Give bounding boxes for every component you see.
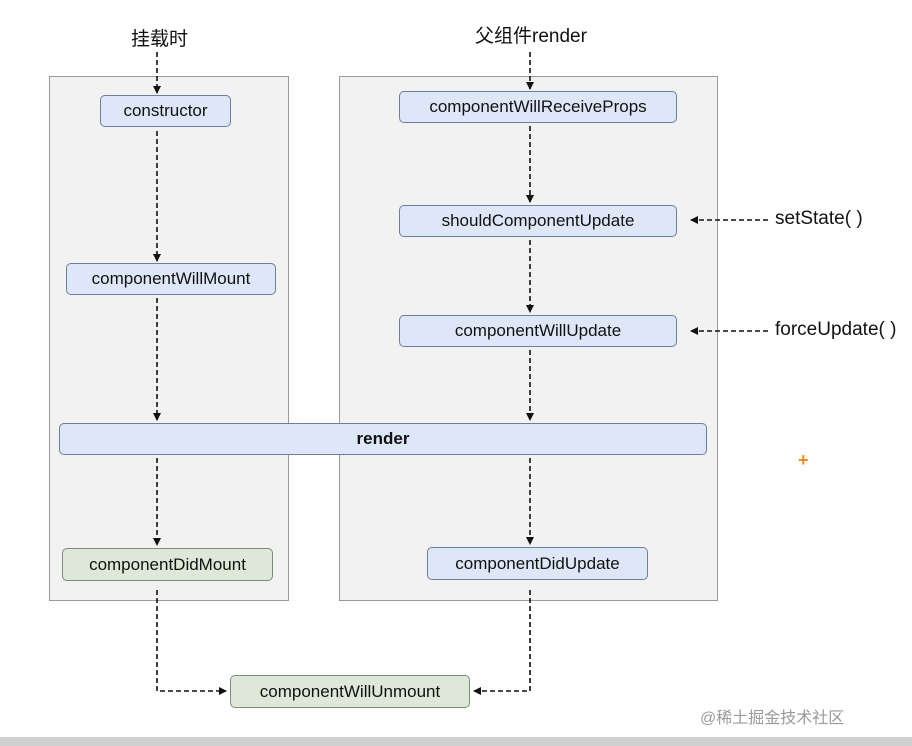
mount-trigger-label: 挂载时 [131, 29, 189, 50]
component-will-update-node: componentWillUpdate [399, 315, 677, 347]
component-will-unmount-node: componentWillUnmount [230, 675, 470, 708]
force-update-label: forceUpdate( ) [775, 319, 897, 340]
render-node: render [59, 423, 707, 455]
watermark: @稀土掘金技术社区 [700, 710, 845, 727]
arrow-didupdate-to-unmount [473, 590, 531, 695]
constructor-node: constructor [100, 95, 231, 127]
arrow-didmount-to-unmount [156, 590, 227, 695]
component-did-update-node: componentDidUpdate [427, 547, 648, 580]
component-will-receive-props-node: componentWillReceiveProps [399, 91, 677, 123]
plus-marker: + [798, 450, 809, 470]
parent-render-label: 父组件render [475, 26, 587, 47]
component-will-mount-node: componentWillMount [66, 263, 276, 295]
component-did-mount-node: componentDidMount [62, 548, 273, 581]
set-state-label: setState( ) [775, 208, 863, 229]
should-component-update-node: shouldComponentUpdate [399, 205, 677, 237]
mount-phase-panel [49, 76, 289, 601]
bottom-scrollbar [0, 737, 912, 746]
